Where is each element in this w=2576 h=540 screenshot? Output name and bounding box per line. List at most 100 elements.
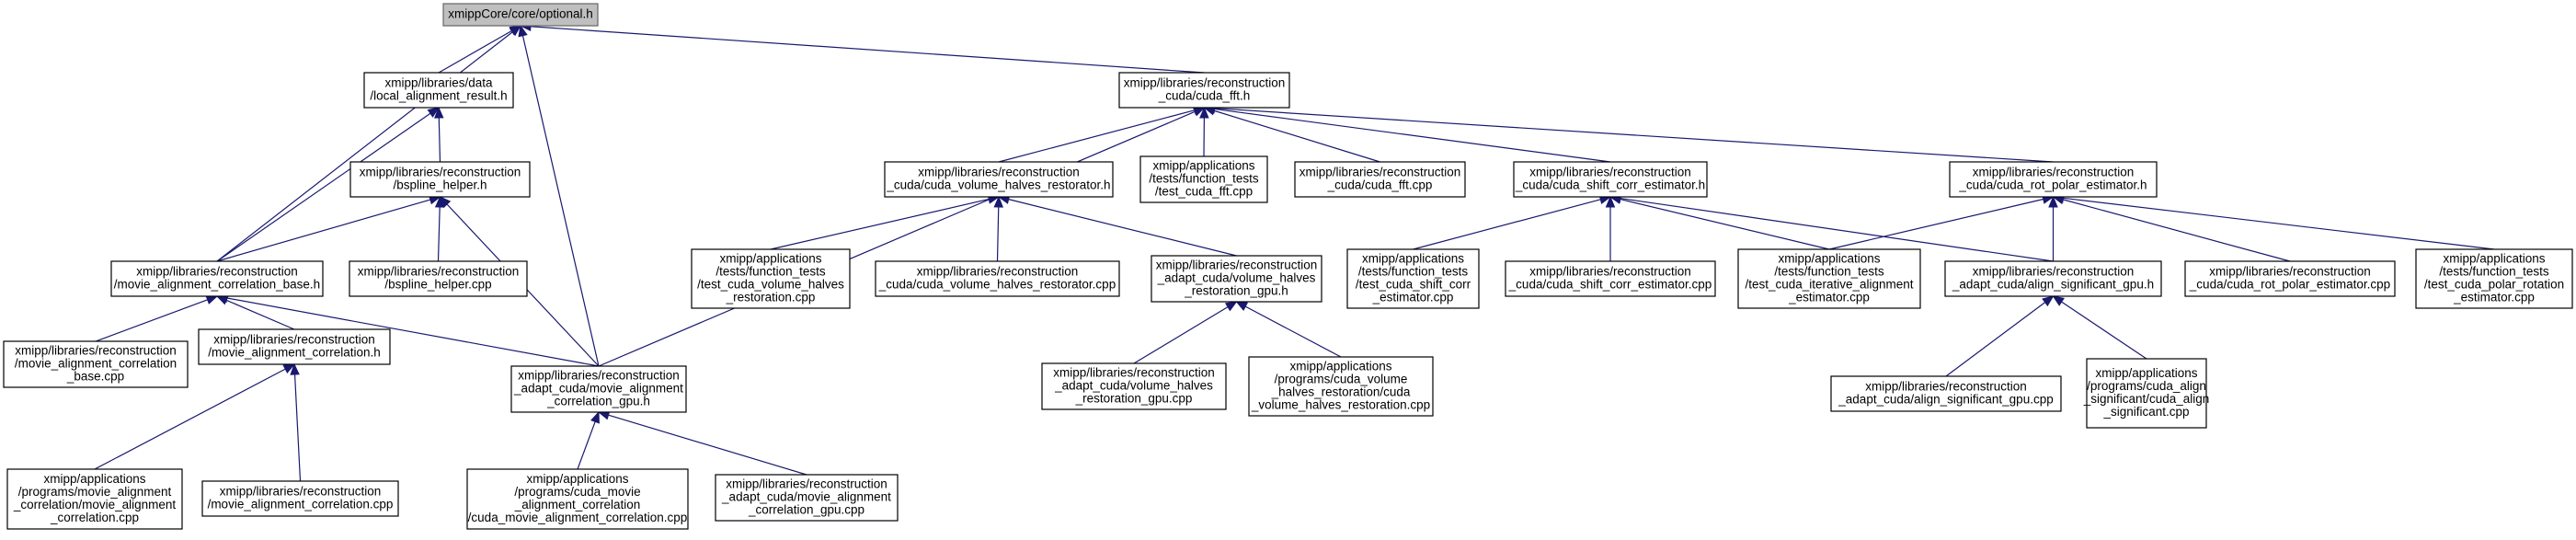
node-label-line: _cuda/cuda_rot_polar_estimator.h <box>1958 178 2147 192</box>
edge-vol_halves_gpu_cpp-to-vol_halves_gpu_h <box>1133 301 1238 364</box>
edge-line <box>216 31 513 262</box>
node-mac-prog[interactable]: xmipp/applications/programs/movie_alignm… <box>6 468 183 530</box>
node-label-line: _adapt_cuda/volume_halves <box>1054 379 1213 393</box>
node-box <box>1346 248 1480 309</box>
node-label-line: xmipp/libraries/reconstruction <box>213 333 375 347</box>
node-label-line: _adapt_cuda/movie_alignment <box>513 382 683 396</box>
node-label-line: xmipp/libraries/reconstruction <box>1299 166 1461 179</box>
edge-vol_halves_restorator_cpp-to-volume_halves_restorator_h <box>993 195 1003 262</box>
edge-mac_h-to-mac_base_h <box>215 295 295 330</box>
node-shift-corr-h[interactable]: xmipp/libraries/reconstruction_cuda/cuda… <box>1513 161 1708 198</box>
node-box <box>1505 260 1716 297</box>
node-box <box>1118 72 1290 109</box>
node-rot-polar-cpp[interactable]: xmipp/libraries/reconstruction_cuda/cuda… <box>2184 260 2396 297</box>
node-label-line: _restoration.cpp <box>726 291 816 304</box>
node-label-line: /movie_alignment_correlation <box>15 357 177 371</box>
edge-vol_halves_gpu_h-to-volume_halves_restorator_h <box>997 194 1237 257</box>
edge-line <box>1214 108 1611 163</box>
edge-line <box>216 112 431 262</box>
node-box <box>1944 260 2162 297</box>
node-box <box>1830 375 2062 412</box>
node-cuda-fft-h[interactable]: xmipp/libraries/reconstruction_cuda/cuda… <box>1118 72 1290 109</box>
node-volume-halves-restorator-h[interactable]: xmipp/libraries/reconstruction_cuda/cuda… <box>884 161 1114 198</box>
node-label-line: /test_cuda_shift_corr <box>1356 278 1471 292</box>
node-label-line: xmipp/libraries/reconstruction <box>220 485 382 499</box>
node-test-polar-rotation[interactable]: xmipp/applications/tests/function_tests/… <box>2415 248 2573 309</box>
node-label-line: /test_cuda_fft.cpp <box>1155 185 1253 199</box>
edge-line <box>2062 199 2291 262</box>
node-label-line: xmipp/applications <box>2095 366 2197 380</box>
arrowhead <box>1605 195 1616 208</box>
node-box <box>510 365 687 413</box>
node-rot-polar-h[interactable]: xmipp/libraries/reconstruction_cuda/cuda… <box>1949 161 2158 198</box>
edge-shift_corr_h-to-cuda_fft_h <box>1203 104 1611 163</box>
node-cuda-vol-halves-prog[interactable]: xmipp/applications/programs/cuda_volume_… <box>1248 356 1434 417</box>
node-align-significant-gpu-h[interactable]: xmipp/libraries/reconstruction_adapt_cud… <box>1944 260 2162 297</box>
edge-line <box>598 110 1196 367</box>
node-mac-cpp[interactable]: xmipp/libraries/reconstruction/movie_ali… <box>201 480 399 517</box>
node-label-line: xmipp/libraries/reconstruction <box>1053 366 1215 380</box>
node-box <box>1041 362 1227 410</box>
node-bspline-helper-cpp[interactable]: xmipp/libraries/reconstruction/bspline_h… <box>349 260 528 297</box>
node-label-line: /programs/cuda_volume <box>1275 373 1408 386</box>
edge-line <box>608 414 807 476</box>
node-label-line: _cuda/cuda_rot_polar_estimator.cpp <box>2189 278 2390 292</box>
node-test-iterative-align[interactable]: xmipp/applications/tests/function_tests/… <box>1737 248 1921 309</box>
edge-mac_base_h-to-bspline_helper_h <box>216 195 441 262</box>
node-mac-base-cpp[interactable]: xmipp/libraries/reconstruction/movie_ali… <box>3 340 189 388</box>
node-test-vol-halves[interactable]: xmipp/applications/tests/function_tests/… <box>691 248 851 309</box>
node-box <box>1949 161 2158 198</box>
node-label-line: xmipp/libraries/reconstruction <box>1529 166 1691 179</box>
node-vol-halves-gpu-h[interactable]: xmipp/libraries/reconstruction_adapt_cud… <box>1151 255 1322 303</box>
node-box <box>2415 248 2573 309</box>
node-align-significant-gpu-cpp[interactable]: xmipp/libraries/reconstruction_adapt_cud… <box>1830 375 2062 412</box>
node-label-line: xmipp/libraries/reconstruction <box>1529 265 1691 279</box>
node-optional[interactable]: xmippCore/core/optional.h <box>442 3 599 27</box>
edge-line <box>216 199 431 262</box>
node-mac-gpu-cpp[interactable]: xmipp/libraries/reconstruction_adapt_cud… <box>715 474 899 522</box>
node-box <box>201 480 399 517</box>
node-cuda-fft-cpp[interactable]: xmipp/libraries/reconstruction_cuda/cuda… <box>1294 161 1466 198</box>
node-label-line: _adapt_cuda/align_significant_gpu.cpp <box>1838 393 2053 407</box>
node-shift-corr-cpp[interactable]: xmipp/libraries/reconstruction_cuda/cuda… <box>1505 260 1716 297</box>
node-mac-h[interactable]: xmipp/libraries/reconstruction/movie_ali… <box>198 328 391 365</box>
node-vol-halves-gpu-cpp[interactable]: xmipp/libraries/reconstruction_adapt_cud… <box>1041 362 1227 410</box>
node-label-line: _correlation_gpu.cpp <box>748 503 864 517</box>
node-box <box>875 260 1120 297</box>
edge-line <box>225 299 295 330</box>
node-label-line: /tests/function_tests <box>1358 265 1469 279</box>
edge-test_cuda_fft-to-cuda_fft_h <box>1199 106 1209 157</box>
node-test-shift-corr[interactable]: xmipp/applications/tests/function_tests/… <box>1346 248 1480 309</box>
node-cuda-mac-prog[interactable]: xmipp/applications/programs/cuda_movie_a… <box>466 468 689 530</box>
node-box <box>349 260 528 297</box>
node-label-line: /cuda_movie_alignment_correlation.cpp <box>468 511 688 524</box>
arrowhead <box>439 196 452 208</box>
edge-align_significant_gpu_h-to-rot_polar_h <box>2048 195 2058 261</box>
edge-bspline_helper_h-to-local_alignment_result <box>434 106 444 163</box>
node-mac-base-h[interactable]: xmipp/libraries/reconstruction/movie_ali… <box>110 260 324 297</box>
node-cuda-align-significant-prog[interactable]: xmipp/applications/programs/cuda_align_s… <box>2083 358 2210 429</box>
edge-line <box>437 206 441 262</box>
node-label-line: xmipp/applications <box>1152 159 1254 173</box>
node-label-line: /tests/function_tests <box>1774 265 1884 279</box>
edge-align_significant_gpu_cpp-to-align_significant_gpu_h <box>1945 295 2055 377</box>
edge-line <box>226 297 600 367</box>
edge-line <box>1244 305 1342 358</box>
edge-line <box>530 26 1205 74</box>
node-label-line: xmipp/applications <box>719 252 821 266</box>
node-label-line: xmippCore/core/optional.h <box>448 7 593 21</box>
node-vol-halves-restorator-cpp[interactable]: xmipp/libraries/reconstruction_cuda/cuda… <box>875 260 1120 297</box>
edge-line <box>1828 198 2044 250</box>
edge-line <box>1214 108 2054 163</box>
node-test-cuda-fft[interactable]: xmipp/applications/tests/function_tests/… <box>1139 155 1268 203</box>
node-bspline-helper-h[interactable]: xmipp/libraries/reconstruction/bspline_h… <box>349 161 531 198</box>
node-local-alignment-result[interactable]: xmipp/libraries/data/local_alignment_res… <box>363 72 514 109</box>
node-label-line: _cuda/cuda_volume_halves_restorator.h <box>886 178 1110 192</box>
edge-test_vol_halves-to-volume_halves_restorator_h <box>770 194 1001 250</box>
node-label-line: xmipp/applications <box>1778 252 1880 266</box>
node-label-line: /test_cuda_iterative_alignment <box>1745 278 1913 292</box>
node-box <box>110 260 324 297</box>
node-box <box>1139 155 1268 203</box>
node-label-line: xmipp/libraries/reconstruction <box>1973 265 2135 279</box>
node-mac-gpu-h[interactable]: xmipp/libraries/reconstruction_adapt_cud… <box>510 365 687 413</box>
